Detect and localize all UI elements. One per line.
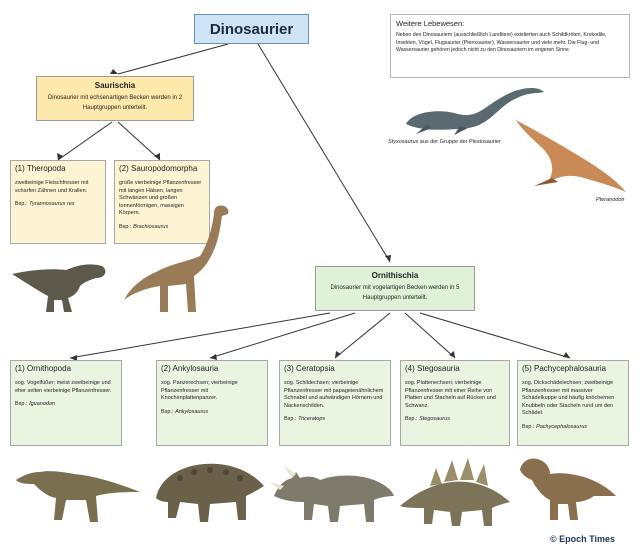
- stegosaurus-illustration: [400, 458, 510, 526]
- theropoda-example-name: Tyrannosaurus rex: [29, 201, 75, 208]
- pteranodon-illustration: [516, 120, 626, 192]
- root-title-box: Dinosaurier: [194, 14, 309, 44]
- note-box: Weitere Lebewesen: Neben den Dinosaurier…: [390, 14, 630, 78]
- ornithopoda-example-name: Iguanodon: [29, 401, 56, 408]
- theropoda-example: Bsp.: Tyrannosaurus rex: [15, 201, 101, 209]
- ceratopsia-example-name: Triceratops: [298, 416, 326, 423]
- sauropodomorpha-title: (2) Sauropodomorpha: [119, 164, 198, 173]
- ornithopoda-title: (1) Ornithopoda: [15, 364, 72, 373]
- ankylosauria-box: (2) Ankylosauria sog. Panzerechsen; vier…: [156, 360, 268, 446]
- stegosauria-example-name: Stegosaurus: [419, 416, 450, 423]
- sauropodomorpha-example-name: Brachiosaurus: [133, 223, 169, 230]
- stegosauria-example: Bsp.: Stegosaurus: [405, 416, 505, 424]
- stegosauria-title: (4) Stegosauria: [405, 364, 460, 373]
- pachycephalosauria-box: (5) Pachycephalosauria sog. Dickschädele…: [517, 360, 629, 446]
- styxosaurus-caption-rest: aus der Gruppe der Plesiosaurier: [418, 139, 501, 145]
- copyright-footer: © Epoch Times: [550, 534, 615, 544]
- ceratopsia-title: (3) Ceratopsia: [284, 364, 335, 373]
- stegosauria-box: (4) Stegosauria sog. Plattenechsen; vier…: [400, 360, 510, 446]
- pachycephalosaurus-illustration: [520, 458, 616, 520]
- ankylosauria-example: Bsp.: Ankylosaurus: [161, 409, 263, 417]
- pachycephalosauria-example-prefix: Bsp.:: [522, 423, 537, 430]
- ankylosauria-title: (2) Ankylosauria: [161, 364, 219, 373]
- sauropodomorpha-desc: große vierbeinige Pflanzenfresser mit la…: [119, 180, 202, 217]
- theropoda-desc: zweibeinige Fleischfresser mit scharfen …: [15, 180, 89, 194]
- triceratops-illustration: [270, 466, 394, 522]
- ankylosauria-example-prefix: Bsp.:: [161, 408, 176, 415]
- saurischia-desc: Dinosaurier mit echsenartigen Becken wer…: [47, 95, 183, 111]
- ceratopsia-box: (3) Ceratopsia sog. Schildechsen; vierbe…: [279, 360, 391, 446]
- root-title: Dinosaurier: [209, 20, 294, 38]
- ornithopoda-example-prefix: Bsp.:: [15, 401, 30, 408]
- ornithischia-title: Ornithischia: [371, 271, 419, 280]
- ankylosauria-example-name: Ankylosaurus: [175, 408, 209, 415]
- note-title: Weitere Lebewesen:: [396, 19, 465, 28]
- sauropodomorpha-example: Bsp.: Brachiosaurus: [119, 224, 205, 232]
- stegosauria-desc: sog. Plattenechsen; vierbeinige Pflanzen…: [405, 380, 496, 409]
- theropoda-example-prefix: Bsp.:: [15, 201, 30, 208]
- ornithopoda-box: (1) Ornithopoda sog. Vogelfüßer; meist z…: [10, 360, 122, 446]
- theropoda-box: (1) Theropoda zweibeinige Fleischfresser…: [10, 160, 106, 244]
- iguanodon-illustration: [16, 471, 140, 522]
- sauropodomorpha-example-prefix: Bsp.:: [119, 223, 134, 230]
- ornithopoda-desc: sog. Vogelfüßer; meist zweibeinige und e…: [15, 380, 112, 394]
- pachycephalosauria-desc: sog. Dickschädelechsen; zweibeinige Pfla…: [522, 380, 615, 417]
- tyrannosaurus-illustration: [12, 264, 106, 312]
- pachycephalosauria-example-name: Pachycephalosaurus: [536, 423, 588, 430]
- ceratopsia-example: Bsp.: Triceratops: [284, 416, 386, 424]
- ankylosaurus-illustration: [156, 463, 264, 522]
- pteranodon-caption: Pteranodon: [596, 197, 624, 203]
- ornithischia-box: Ornithischia Dinosaurier mit vogelartige…: [315, 266, 475, 311]
- sauropodomorpha-box: (2) Sauropodomorpha große vierbeinige Pf…: [114, 160, 210, 244]
- saurischia-box: Saurischia Dinosaurier mit echsenartigen…: [36, 76, 194, 121]
- ceratopsia-example-prefix: Bsp.:: [284, 416, 299, 423]
- pteranodon-caption-text: Pteranodon: [596, 197, 625, 203]
- stegosauria-example-prefix: Bsp.:: [405, 416, 420, 423]
- ceratopsia-desc: sog. Schildechsen; vierbeinige Pflanzenf…: [284, 380, 384, 409]
- saurischia-title: Saurischia: [94, 81, 136, 90]
- styxosaurus-caption: Styxosaurus aus der Gruppe der Plesiosau…: [388, 139, 501, 145]
- styxosaurus-illustration: [406, 88, 544, 135]
- pachycephalosauria-title: (5) Pachycephalosauria: [522, 364, 607, 373]
- ankylosauria-desc: sog. Panzerechsen; vierbeinige Pflanzenf…: [161, 380, 238, 402]
- theropoda-title: (1) Theropoda: [15, 164, 66, 173]
- pachycephalosauria-example: Bsp.: Pachycephalosaurus: [522, 424, 624, 432]
- ornithopoda-example: Bsp.: Iguanodon: [15, 401, 117, 409]
- brachiosaurus-illustration: [124, 205, 229, 312]
- ornithischia-desc: Dinosaurier mit vogelartigen Becken werd…: [330, 285, 460, 301]
- note-text: Neben den Dinosauriern (ausschließlich L…: [396, 32, 607, 54]
- styxosaurus-name: Styxosaurus: [388, 139, 419, 145]
